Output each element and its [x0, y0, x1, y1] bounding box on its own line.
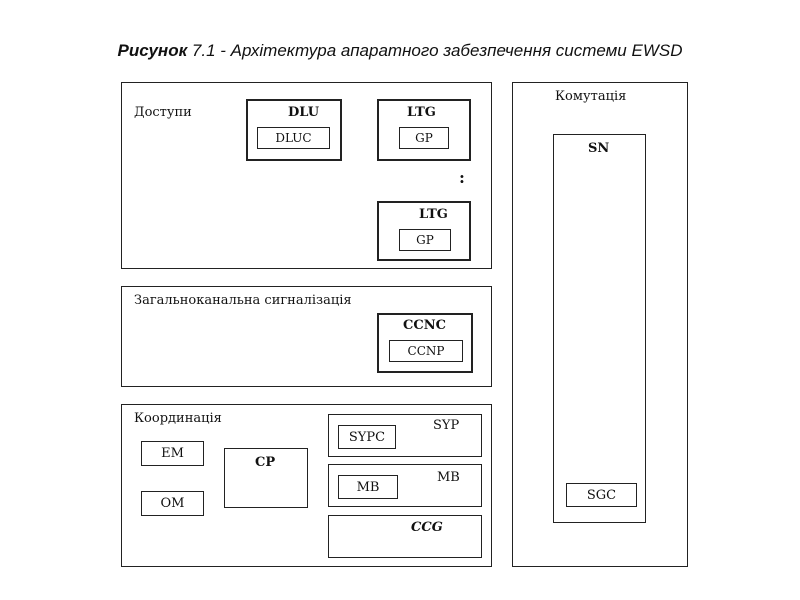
ccnp-box: CCNP	[389, 340, 463, 362]
coordination-label: Координація	[134, 411, 222, 426]
ltg2-title: LTG	[419, 207, 448, 222]
cp-title: CP	[255, 455, 276, 470]
continuation-dots: :	[459, 168, 465, 187]
mb-title: MB	[437, 470, 460, 485]
signaling-label: Загальноканальна сигналізація	[134, 293, 352, 308]
cp-block: CP	[224, 448, 308, 508]
mb-inner-box: MB	[338, 475, 398, 499]
caption-prefix: Рисунок	[117, 41, 188, 60]
caption-text: 7.1 - Архітектура апаратного забезпеченн…	[187, 41, 683, 60]
ccg-block: CCG	[328, 515, 482, 558]
dluc-box: DLUC	[257, 127, 330, 149]
ltg-block-1: LTG GP	[377, 99, 471, 161]
syp-block: SYPC SYP	[328, 414, 482, 457]
access-label: Доступи	[134, 105, 192, 120]
signaling-panel: Загальноканальна сигналізація CCNC CCNP	[121, 286, 492, 387]
dlu-block: DLU DLUC	[246, 99, 342, 161]
ltg1-title: LTG	[407, 105, 436, 120]
ltg-block-2: LTG GP	[377, 201, 471, 261]
ccg-title: CCG	[411, 520, 443, 535]
gp-box-2: GP	[399, 229, 451, 251]
sgc-box: SGC	[566, 483, 637, 507]
access-panel: Доступи DLU DLUC LTG GP : LTG GP	[121, 82, 492, 269]
ccnc-block: CCNC CCNP	[377, 313, 473, 373]
gp-box-1: GP	[399, 127, 449, 149]
em-box: EM	[141, 441, 204, 466]
ccnc-title: CCNC	[403, 318, 446, 333]
switching-label: Комутація	[555, 89, 627, 104]
sypc-box: SYPC	[338, 425, 396, 449]
figure-caption: Рисунок 7.1 - Архітектура апаратного заб…	[0, 38, 800, 72]
om-box: OM	[141, 491, 204, 516]
coordination-panel: Координація EM OM CP SYPC SYP MB MB CCG	[121, 404, 492, 567]
sn-title: SN	[588, 141, 610, 156]
switching-panel: Комутація SN SGC	[512, 82, 688, 567]
dlu-title: DLU	[288, 105, 320, 120]
syp-title: SYP	[433, 418, 460, 433]
mb-block: MB MB	[328, 464, 482, 507]
sn-block: SN SGC	[553, 134, 646, 523]
